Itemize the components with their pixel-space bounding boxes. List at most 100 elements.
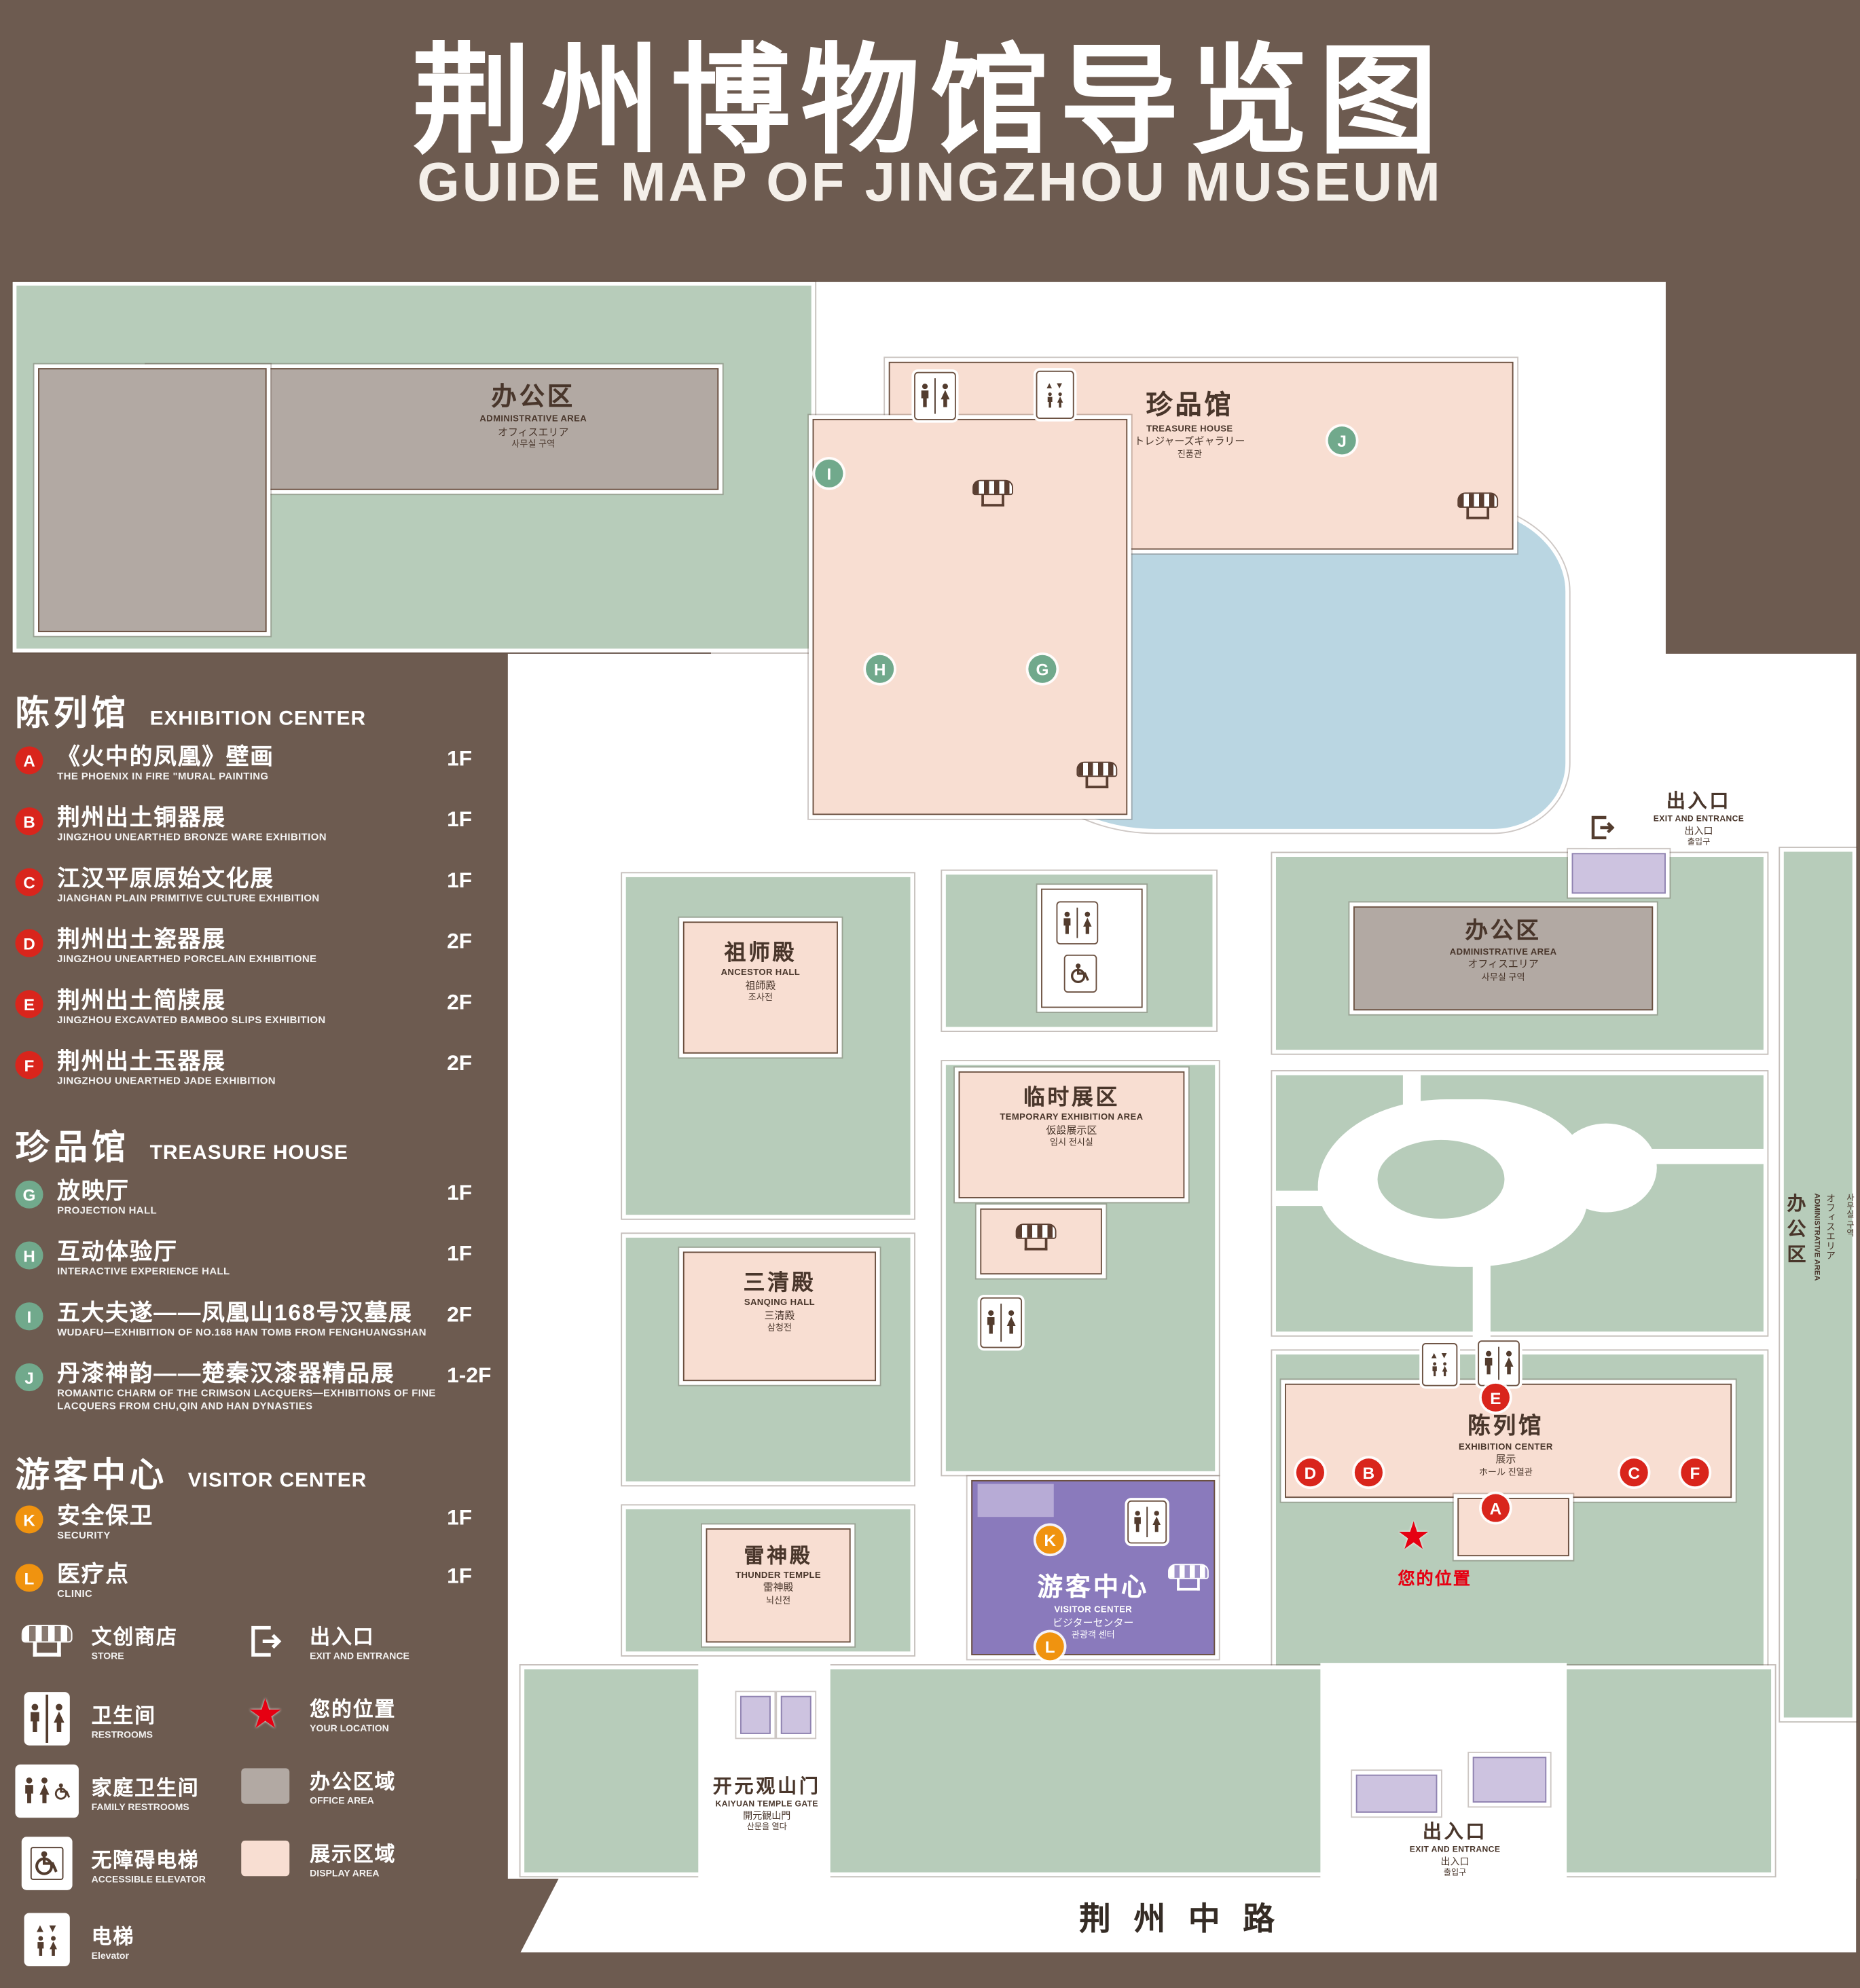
page-subtitle: GUIDE MAP OF JINGZHOU MUSEUM [417,152,1443,214]
badge-k: K [15,1505,43,1534]
admin-far-east-label: 办公区 ADMINISTRATIVE AREA オフィスエリア 사무실 구역 [1784,1193,1853,1281]
store-icon [21,1625,73,1657]
elevator-icon: ▲▼ [1036,370,1074,419]
badge-h: H [15,1241,43,1270]
map-marker-i: I [815,459,843,487]
family-restroom-icon [15,1764,79,1818]
restrooms-icon [914,371,957,420]
page-title: 荆州博物馆导览图 [412,34,1448,168]
store-icon [1168,1564,1209,1591]
badge-f: F [15,1051,43,1080]
ancestor-hall-building [682,921,838,1054]
exhibition-center-building-south [1457,1498,1569,1557]
elevator-icon: ▲▼ [1421,1343,1458,1386]
admin-east-label: 办公区 ADMINISTRATIVE AREA オフィスエリア 사무실 구역 [1449,917,1557,982]
treasure-house-building-wing [812,418,1128,815]
your-location-text: 您的位置 [1398,1568,1472,1588]
map-marker-e: E [1481,1383,1510,1412]
elevator-icon: ▲▼ [24,1913,70,1967]
visitor-center-annex [977,1484,1054,1517]
garden-path-s [1472,1256,1491,1338]
badge-b: B [15,807,43,836]
south-entrance-label: 出入口 EXIT AND ENTRANCE 出入口 출입구 [1409,1821,1501,1878]
admin-nw-label: 办公区 ADMINISTRATIVE AREA オフィスエリア 사무실 구역 [479,383,587,450]
gate-block-east [780,1695,812,1734]
badge-c: C [15,868,43,896]
map-marker-k: K [1036,1526,1064,1554]
exit-entrance-icon [234,1621,297,1661]
visitor-center-label: 游客中心 VISITOR CENTER ビジターセンター 관광객 센터 [1037,1574,1149,1640]
map-marker-h: H [866,655,894,683]
garden-path-n [1402,1071,1421,1115]
map-marker-j: J [1328,426,1356,455]
badge-e: E [15,990,43,1018]
garden-path-e [1644,1148,1768,1164]
map-marker-c: C [1620,1458,1648,1487]
badge-i: I [15,1302,43,1331]
temporary-store-building [980,1208,1102,1275]
badge-a: A [15,746,43,775]
office-area-swatch [241,1767,290,1803]
map-marker-f: F [1681,1458,1709,1487]
ne-entrance-block [1571,853,1666,894]
temporary-exhibition-label: 临时展区 TEMPORARY EXHIBITION AREA 仮設展示区 임시 … [1000,1085,1144,1148]
map-marker-g: G [1028,655,1057,683]
exhibition-center-label: 陈列馆 EXHIBITION CENTER 展示 ホール 진열관 [1458,1412,1553,1477]
restrooms-icon [1478,1340,1520,1386]
admin-east-building [1353,906,1654,1011]
restrooms-icon [1056,901,1099,944]
restrooms-icon [1127,1500,1167,1544]
restrooms-icon [980,1297,1023,1348]
south-entrance-block-west [1355,1774,1438,1813]
garden-path-w [1272,1190,1331,1207]
store-icon [1457,492,1499,519]
road-jingzhou-middle [520,1879,1857,1953]
ne-entrance-label: 出入口 EXIT AND ENTRANCE 出入口 출입구 [1653,790,1745,847]
temporary-exhibition-building [958,1071,1185,1198]
sanqing-hall-label: 三清殿 SANQING HALL 三清殿 삼청전 [743,1270,816,1333]
treasure-house-label: 珍品馆 TREASURE HOUSE トレジャーズギャラリー 진품관 [1134,390,1245,459]
store-icon [1015,1223,1057,1251]
map-marker-d: D [1296,1458,1324,1487]
your-location-star-icon: ★ [247,1690,284,1736]
thunder-temple-label: 雷神殿 THUNDER TEMPLE 雷神殿 뇌신전 [735,1546,822,1606]
ancestor-hall-label: 祖师殿 ANCESTOR HALL 祖師殿 조사전 [721,940,801,1004]
badge-g: G [15,1180,43,1209]
lawn-far-east-admin [1780,847,1857,1722]
badge-j: J [15,1363,43,1392]
store-icon [972,479,1013,507]
thunder-temple-building [706,1528,851,1643]
exit-entrance-icon [1584,809,1620,846]
display-area-swatch [241,1839,290,1876]
garden-path-pond-shape [1555,1123,1657,1213]
garden-island [1377,1139,1505,1219]
store-icon [1076,761,1118,789]
south-entrance-block-east [1472,1756,1547,1803]
sanqing-hall-building [682,1251,877,1382]
gate-block-west [740,1695,771,1734]
accessible-elevator-icon [21,1837,73,1890]
accessible-restroom-icon [1063,954,1097,993]
map-marker-l: L [1036,1632,1064,1661]
